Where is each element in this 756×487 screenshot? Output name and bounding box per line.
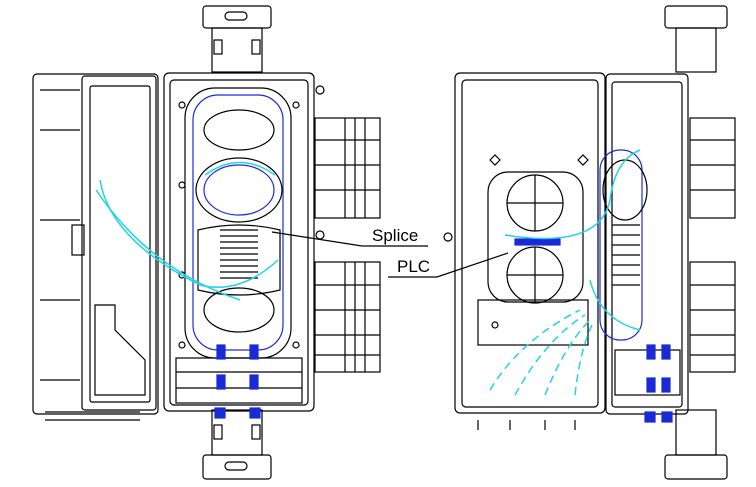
fiber-routing	[95, 161, 279, 301]
open-door	[32, 73, 159, 421]
right-unit	[443, 5, 736, 480]
top-mounting-bracket	[664, 5, 728, 73]
splice-leader-line	[271, 231, 428, 247]
top-mounting-bracket	[202, 5, 272, 73]
blue-connectors	[644, 344, 673, 423]
blue-connectors	[214, 344, 261, 419]
plc-label: PLC	[397, 257, 431, 276]
adapter-rack	[314, 117, 381, 373]
plc-leader-line	[388, 252, 509, 278]
left-unit	[32, 5, 381, 480]
splice-tray-slots	[220, 229, 258, 279]
fiber-routing	[489, 149, 641, 396]
bottom-mounting-bracket	[202, 409, 272, 480]
bottom-mounting-bracket	[664, 409, 728, 480]
enclosure-body	[443, 72, 606, 430]
enclosure-body	[163, 72, 325, 412]
adapter-rack	[689, 117, 736, 373]
open-door	[599, 73, 689, 415]
splice-label: Splice	[372, 226, 419, 245]
